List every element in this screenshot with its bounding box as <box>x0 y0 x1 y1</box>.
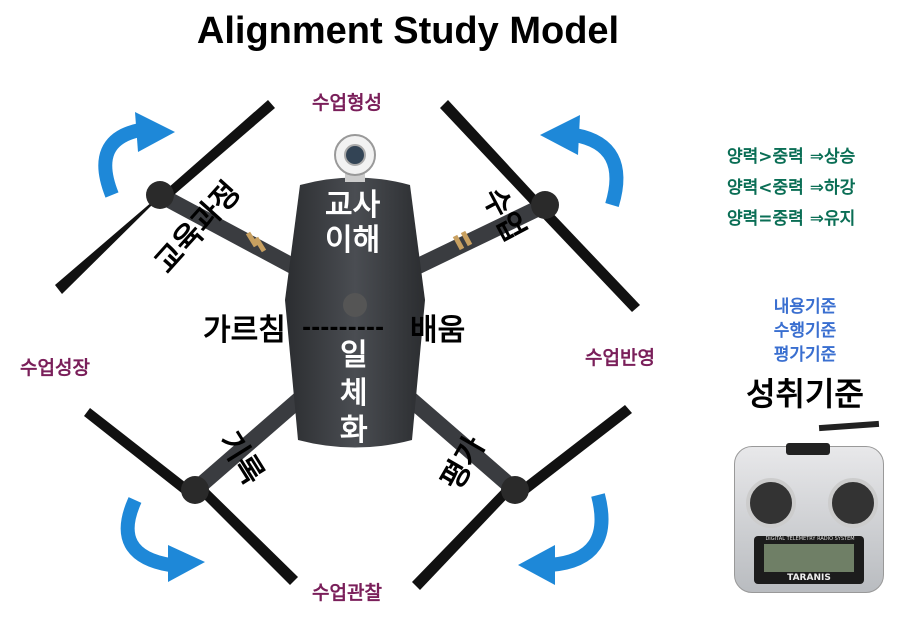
webcam-icon <box>334 134 376 182</box>
physics-rule-fall: 양력<중력 ⇒하강 <box>727 178 856 198</box>
propeller-bottom-left <box>84 408 298 585</box>
arrow-bottom-left-icon <box>120 497 172 572</box>
standard-evaluation: 평가기준 <box>773 345 837 365</box>
arrow-bottom-right-icon <box>549 493 609 572</box>
controller-brand: TARANIS <box>787 573 831 583</box>
teacher-understanding-line2: 이해 <box>325 223 380 258</box>
learn-label: 배움 <box>410 313 465 348</box>
teacher-understanding-line1: 교사 <box>325 188 381 223</box>
cycle-label-formation: 수업형성 <box>312 92 382 114</box>
drone-arms <box>152 187 553 498</box>
cycle-label-growth: 수업성장 <box>20 357 90 379</box>
teach-label: 가르침 <box>203 313 286 348</box>
controller-screen-header: DIGITAL TELEMETRY RADIO SYSTEM <box>765 536 855 542</box>
unity-char-1: 일 <box>340 338 368 373</box>
standard-performance: 수행기준 <box>773 321 837 341</box>
arrow-top-left-icon <box>98 123 142 198</box>
propeller-top-right <box>440 100 640 312</box>
achievement-standard: 성취기준 <box>746 375 864 413</box>
page-title: Alignment Study Model <box>196 10 620 52</box>
physics-rule-rise: 양력>중력 ⇒상승 <box>727 147 856 167</box>
physics-rules: 양력>중력 ⇒상승 양력<중력 ⇒하강 양력=중력 ⇒유지 <box>727 142 855 235</box>
unity-char-2: 체 <box>340 376 368 411</box>
propeller-top-left <box>55 100 275 294</box>
cycle-label-reflection: 수업반영 <box>585 347 655 369</box>
arrow-top-right-icon <box>573 128 624 208</box>
rotation-arrows <box>98 123 624 572</box>
cycle-label-observation: 수업관찰 <box>312 582 382 604</box>
unity-char-3: 화 <box>340 413 368 448</box>
propeller-bottom-right <box>412 405 632 590</box>
standards-block: 내용기준 수행기준 평가기준 성취기준 <box>720 295 890 415</box>
standard-content: 내용기준 <box>773 297 837 317</box>
teach-learn-connector: --------- <box>302 316 384 341</box>
physics-rule-hold: 양력=중력 ⇒유지 <box>727 209 856 229</box>
radio-controller-image: DIGITAL TELEMETRY RADIO SYSTEM TARANIS <box>724 418 892 596</box>
propellers <box>55 100 640 590</box>
